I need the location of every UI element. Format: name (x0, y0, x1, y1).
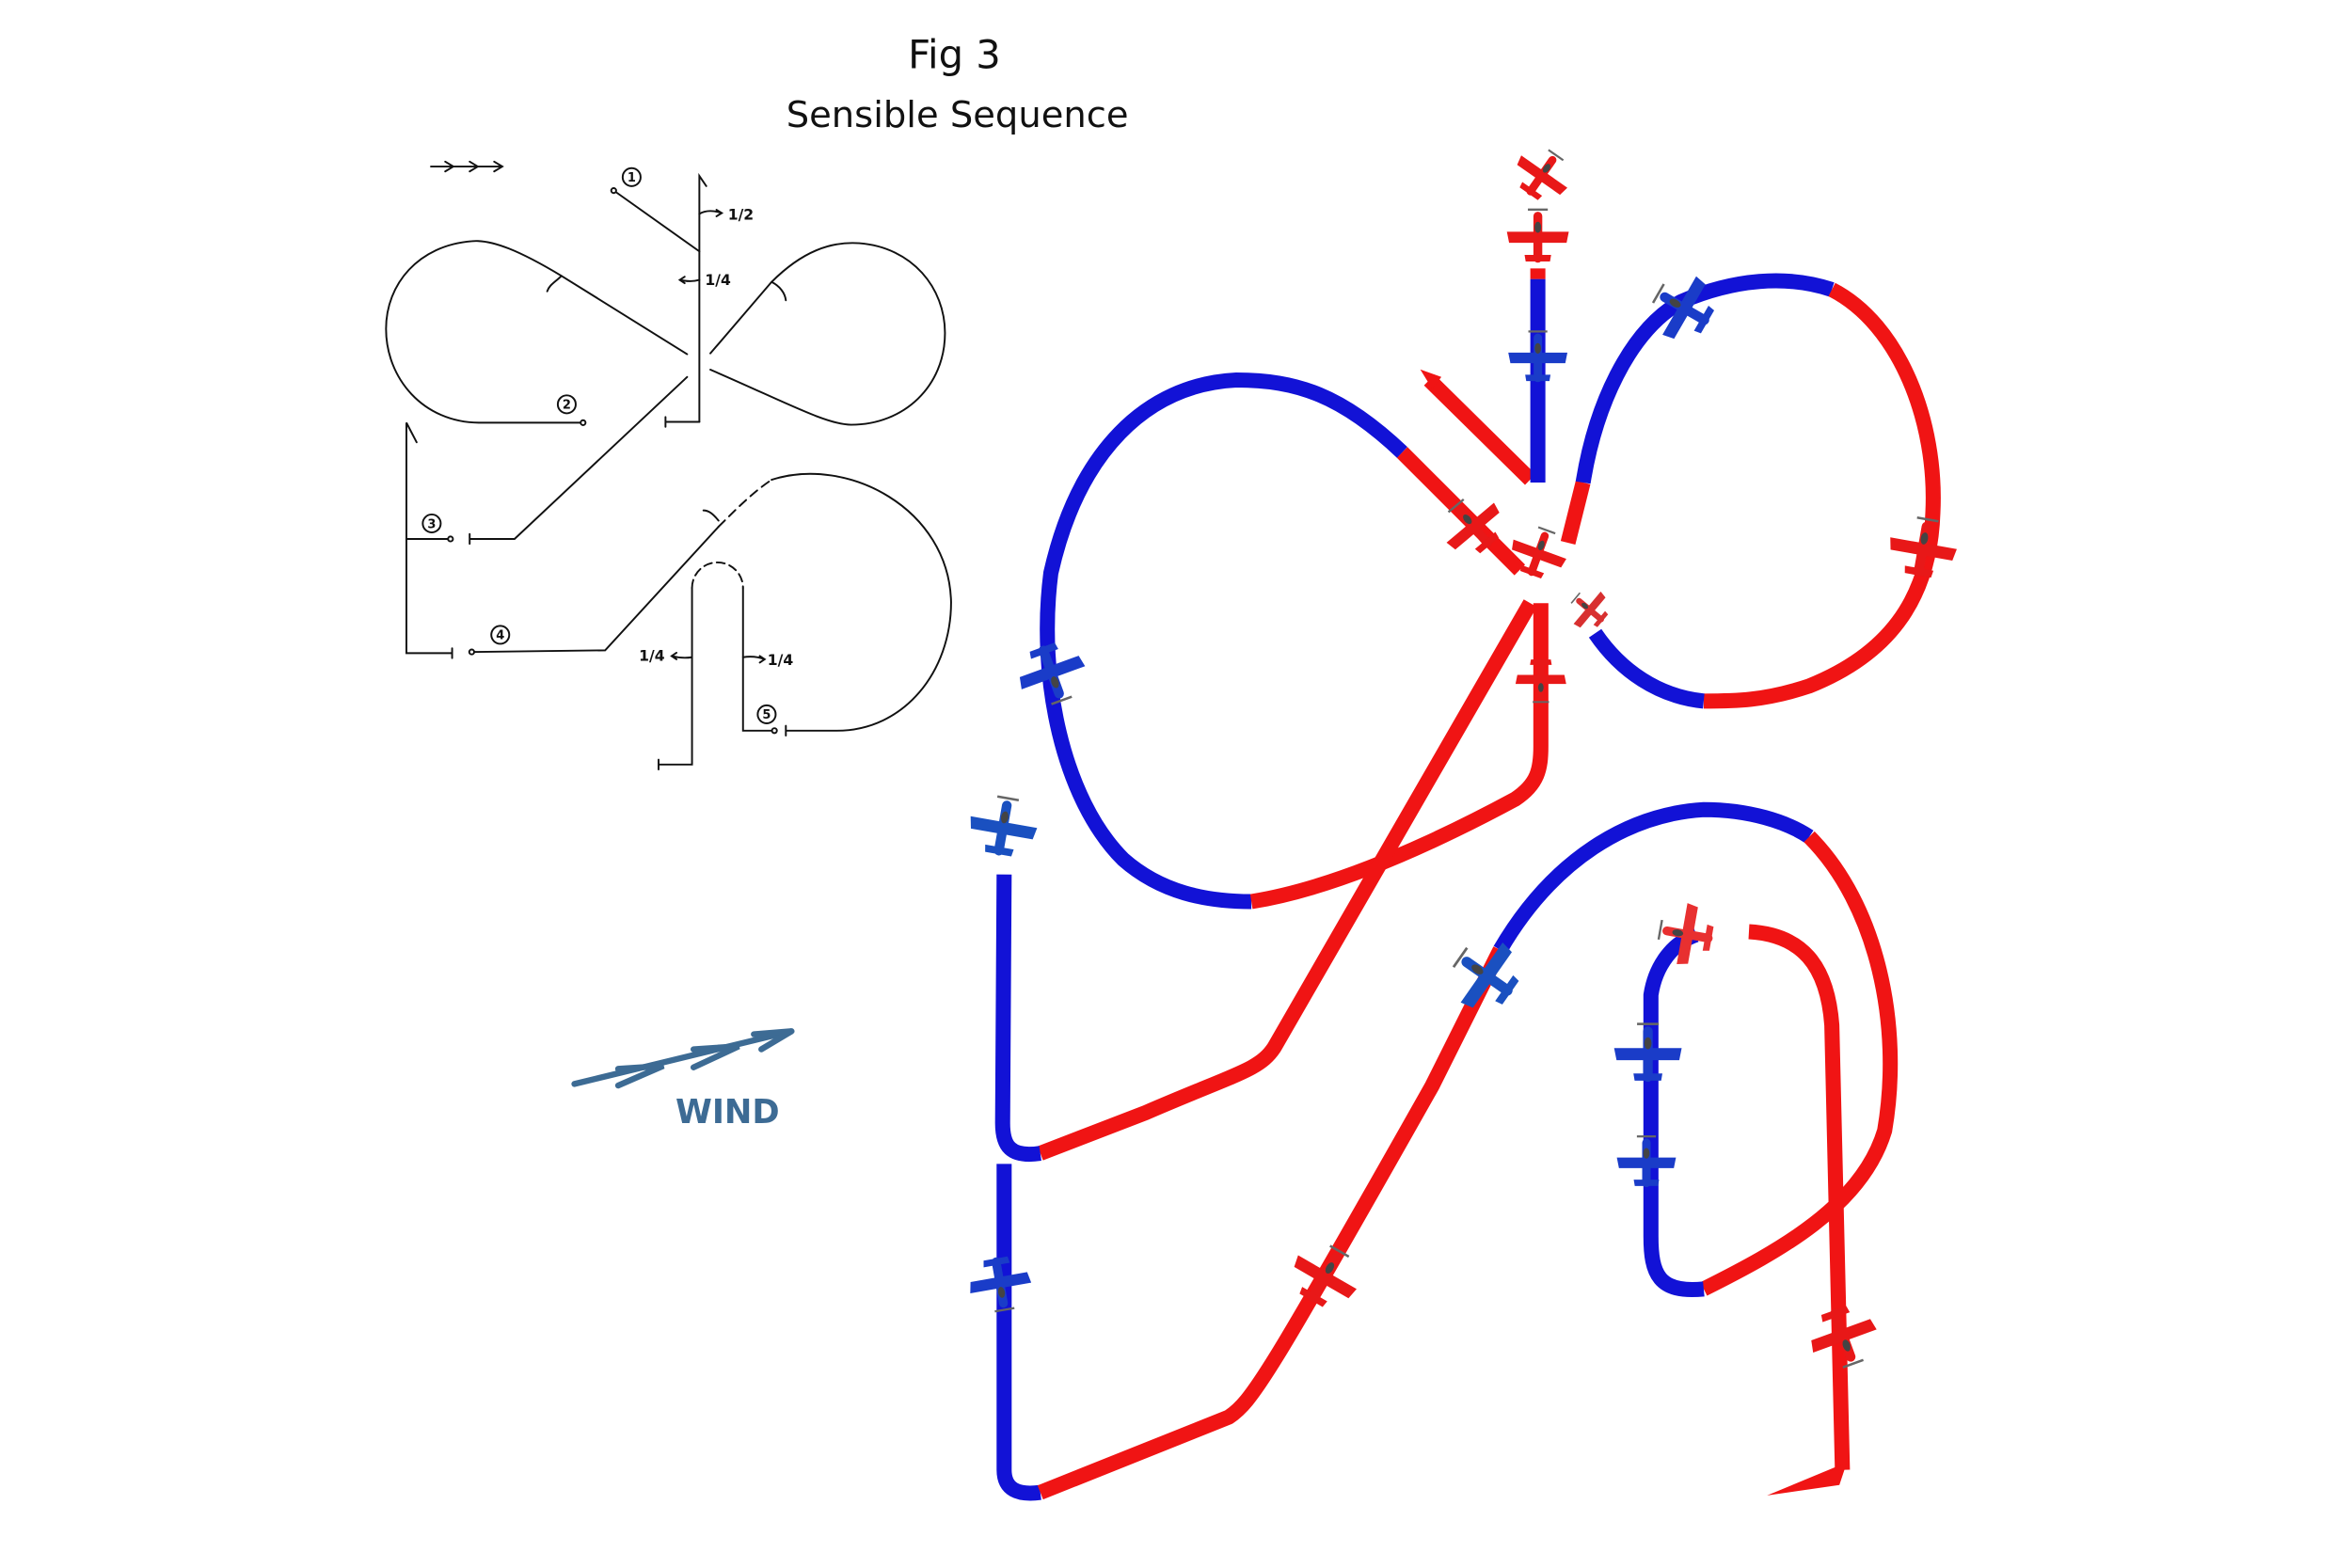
long-diagonal-ribbon (1037, 599, 1537, 1161)
airplane-icon (1508, 330, 1568, 383)
airplane-icon (1613, 1022, 1682, 1083)
right-loop-ribbon-red (1703, 282, 1941, 709)
airplane-icon (1280, 1233, 1370, 1319)
airplane-icon (1503, 519, 1574, 586)
half-roll-label: 1/2 (728, 206, 754, 223)
entry-arrow-icon (1420, 369, 1442, 389)
lower-loop-ribbon-red (1700, 831, 1899, 1296)
entry-ribbon (1423, 374, 1536, 485)
airplane-icon (964, 791, 1042, 862)
exit-arrow-icon (1767, 1462, 1848, 1496)
aircraft-markers (964, 137, 1962, 1377)
quarter-roll-label-right: 1/4 (768, 652, 794, 669)
hairpin-ribbon (1643, 927, 1705, 1298)
figure-title: Fig 3 (908, 31, 1001, 77)
airplane-icon (1506, 208, 1569, 263)
airplane-icon (1561, 581, 1617, 638)
airplane-icon (1616, 1135, 1677, 1188)
figure-number-3: 3 (427, 517, 436, 531)
wind-label: WIND (675, 1093, 780, 1132)
figure-number-5: 5 (762, 708, 771, 722)
aresti-schematic: 1 1/2 1/4 2 3 4 5 1/4 (385, 160, 952, 770)
figure-subtitle: Sensible Sequence (787, 94, 1129, 136)
exit-ribbon (1748, 924, 1851, 1470)
airplane-icon (1504, 137, 1580, 212)
flight-path-ribbons (994, 268, 1941, 1501)
wind-arrow-icon (571, 1028, 795, 1089)
left-loop-ribbon (1040, 372, 1407, 910)
vertical-down-ribbon (996, 1164, 1041, 1501)
figure-number-1-circle (621, 166, 642, 187)
lower-loop-ribbon-blue (1493, 801, 1814, 954)
left-loop-exit (1249, 603, 1549, 910)
airplane-icon (1640, 263, 1726, 352)
quarter-roll-label-top: 1/4 (705, 272, 731, 289)
airplane-icon (1515, 658, 1566, 704)
vertical-left-ribbon (994, 874, 1041, 1163)
airplane-icon (1884, 512, 1962, 583)
lower-diagonal-ribbon (1037, 946, 1507, 1500)
figure-number-4: 4 (496, 629, 504, 643)
quarter-roll-label-left: 1/4 (639, 648, 665, 665)
direction-arrow-icon (430, 160, 504, 173)
figure-number-1: 1 (628, 171, 636, 185)
figure-number-2: 2 (563, 399, 571, 413)
airplane-icon (1438, 927, 1534, 1024)
